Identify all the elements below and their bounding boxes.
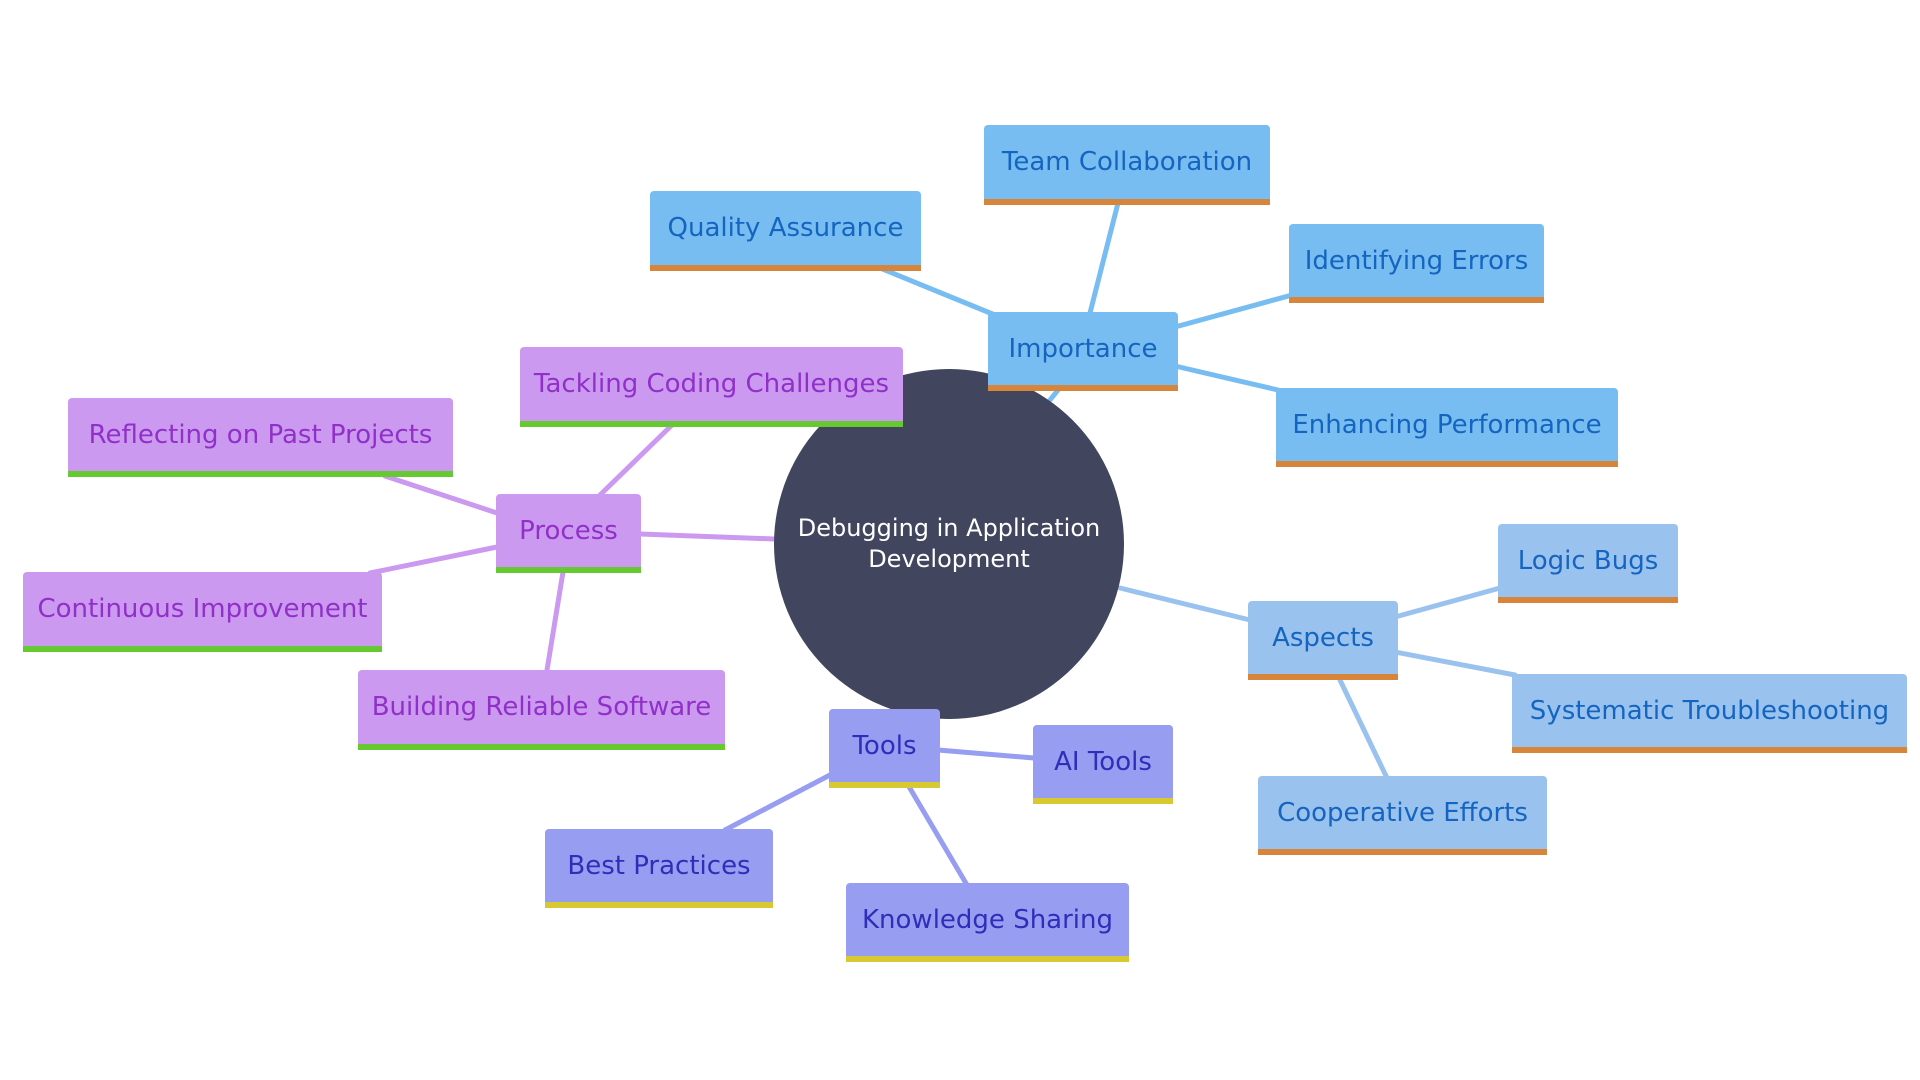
node-cooperative-efforts[interactable]: Cooperative Efforts xyxy=(1258,776,1547,855)
connector-process-reflecting-on-past-projects xyxy=(382,473,500,516)
connector-aspects-logic-bugs xyxy=(1392,585,1503,620)
connector-importance-identifying-errors xyxy=(1172,292,1295,330)
node-reflecting-on-past-projects[interactable]: Reflecting on Past Projects xyxy=(68,398,453,477)
node-building-reliable-software[interactable]: Building Reliable Software xyxy=(358,670,725,750)
node-best-practices[interactable]: Best Practices xyxy=(545,829,773,908)
connector-tools-knowledge-sharing xyxy=(905,782,970,888)
connector-importance-team-collaboration xyxy=(1087,200,1121,316)
connector-importance-quality-assurance xyxy=(877,265,998,318)
connector-center-aspects xyxy=(1117,585,1253,623)
node-knowledge-sharing[interactable]: Knowledge Sharing xyxy=(846,883,1129,962)
node-identifying-errors[interactable]: Identifying Errors xyxy=(1289,224,1544,303)
node-process[interactable]: Process xyxy=(496,494,641,573)
node-quality-assurance[interactable]: Quality Assurance xyxy=(650,191,921,271)
central-topic-line-2: Development xyxy=(868,545,1030,573)
central-topic-line-1: Debugging in Application xyxy=(797,514,1101,542)
connector-tools-ai-tools xyxy=(935,747,1037,761)
node-aspects[interactable]: Aspects xyxy=(1248,601,1398,680)
connector-process-tackling-coding-challenges xyxy=(597,420,677,498)
connector-process-building-reliable-software xyxy=(544,569,566,673)
connector-importance-enhancing-performance xyxy=(1172,363,1281,393)
connector-tools-best-practices xyxy=(722,772,833,833)
node-logic-bugs[interactable]: Logic Bugs xyxy=(1498,524,1678,603)
connector-process-continuous-improvement xyxy=(367,544,500,576)
node-systematic-troubleshooting[interactable]: Systematic Troubleshooting xyxy=(1512,674,1907,753)
node-importance[interactable]: Importance xyxy=(988,312,1178,391)
central-topic[interactable]: Debugging in Application Development xyxy=(774,369,1124,719)
node-ai-tools[interactable]: AI Tools xyxy=(1033,725,1173,804)
node-tackling-coding-challenges[interactable]: Tackling Coding Challenges xyxy=(520,347,903,427)
node-continuous-improvement[interactable]: Continuous Improvement xyxy=(23,572,382,652)
connector-aspects-systematic-troubleshooting xyxy=(1392,649,1518,678)
connector-center-process xyxy=(637,531,777,542)
node-tools[interactable]: Tools xyxy=(829,709,940,788)
node-team-collaboration[interactable]: Team Collaboration xyxy=(984,125,1270,205)
node-enhancing-performance[interactable]: Enhancing Performance xyxy=(1276,388,1618,467)
connector-aspects-cooperative-efforts xyxy=(1337,677,1390,781)
